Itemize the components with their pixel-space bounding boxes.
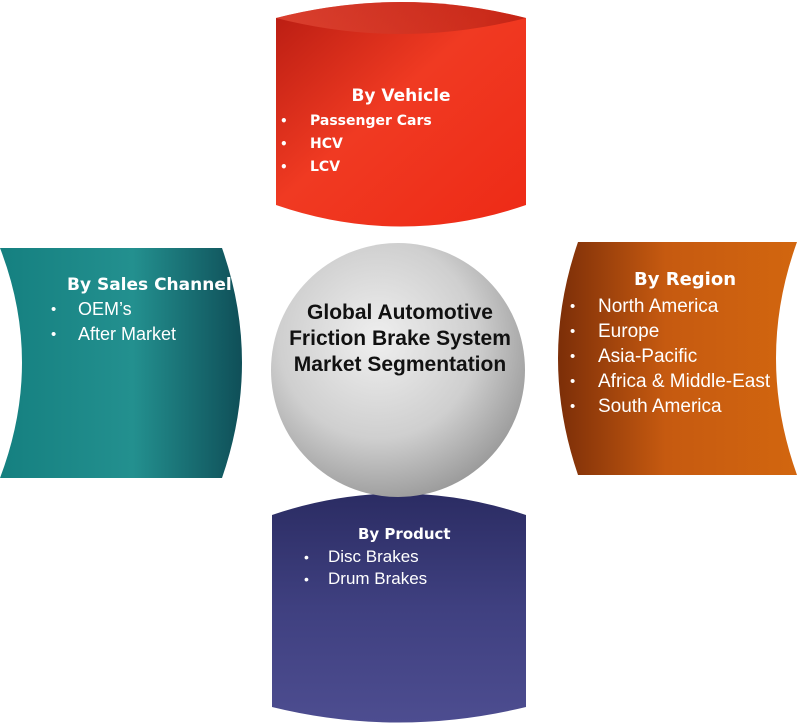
list-item: Disc Brakes [294,546,524,568]
sales-channel-segment-title: By Sales Channel [67,275,232,295]
vehicle-segment-top-face [276,2,526,34]
list-item: After Market [40,322,260,347]
vehicle-segment: By Vehicle Passenger Cars HCV LCV [276,86,526,179]
product-segment-title: By Product [358,525,451,543]
region-segment: By Region North America Europe Asia-Paci… [560,269,790,419]
list-item: Passenger Cars [276,110,526,133]
list-item: HCV [276,133,526,156]
vehicle-segment-list: Passenger Cars HCV LCV [276,110,526,179]
list-item: OEM’s [40,297,260,322]
sales-channel-segment: By Sales Channel OEM’s After Market [40,275,260,347]
region-segment-list: North America Europe Asia-Pacific Africa… [560,294,790,419]
region-segment-title: By Region [633,269,737,290]
vehicle-segment-title: By Vehicle [351,86,451,106]
center-circle [271,243,525,497]
list-item: Africa & Middle-East [560,369,788,394]
product-segment-list: Disc Brakes Drum Brakes [294,546,524,590]
product-segment: By Product Disc Brakes Drum Brakes [294,525,524,590]
list-item: Europe [560,319,788,344]
list-item: Asia-Pacific [560,344,788,369]
sales-channel-segment-list: OEM’s After Market [40,297,260,347]
center-title: Global Automotive Friction Brake System … [289,301,511,376]
list-item: South America [560,394,788,419]
list-item: Drum Brakes [294,568,524,590]
list-item: North America [560,294,788,319]
list-item: LCV [276,156,526,179]
